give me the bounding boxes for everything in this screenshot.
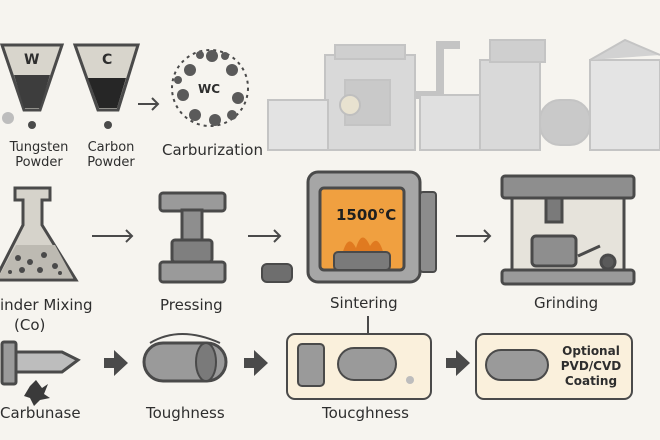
wc-cluster [171,49,249,127]
carbon-label-line1: Carbon [87,140,135,155]
wc-cluster-text: WC [198,82,221,96]
arrow-icon [92,229,134,243]
toughness-cylinder-1 [142,333,228,383]
tungsten-label-line2: Powder [15,155,63,170]
carbide-nozzle [0,340,81,406]
tungsten-powder-label: Tungsten Powder [6,140,72,170]
arrow-icon [456,229,492,243]
grinding-label: Grinding [534,294,599,312]
arrow-icon [244,350,268,376]
mixing-flask [0,186,79,282]
grinding-machine [500,174,636,286]
toughness-panel [286,333,432,400]
toughness-label-1: Toughness [146,404,225,422]
coating-line3: Coating [564,374,618,388]
factory-background [267,38,660,151]
coating-line2: PVD/CVD [560,359,622,373]
coating-panel [475,333,633,400]
carbon-funnel [72,43,141,129]
carbide-label: Carbunase [0,404,81,422]
gear-icon [2,112,14,124]
tungsten-funnel [0,43,65,129]
furnace-temperature: 1500°C [336,206,397,224]
carburization-label: Carburization [162,141,263,159]
factory-fire-icon [339,94,361,116]
funnel-c-letter: C [102,52,113,68]
coating-label: Optional PVD/CVD Coating [552,344,630,389]
carbon-label-line2: Powder [87,155,135,170]
arrow-icon [138,97,160,111]
arrow-icon [248,229,282,243]
arrow-icon [446,350,470,376]
arrow-icon [104,350,128,376]
binder-mixing-label-line2: (Co) [14,316,46,334]
tungsten-label-line1: Tungsten [9,140,69,155]
coating-line1: Optional [562,344,620,358]
sintering-furnace [306,170,437,284]
carbon-powder-label: Carbon Powder [82,140,140,170]
press-machine [158,191,227,284]
sintering-label: Sintering [330,294,398,312]
toughness-label-2: Toucghness [322,404,409,422]
pressing-label: Pressing [160,296,223,314]
binder-mixing-label-line1: inder Mixing [0,296,93,314]
funnel-w-letter: W [24,52,40,68]
pressed-pellet [261,263,293,283]
